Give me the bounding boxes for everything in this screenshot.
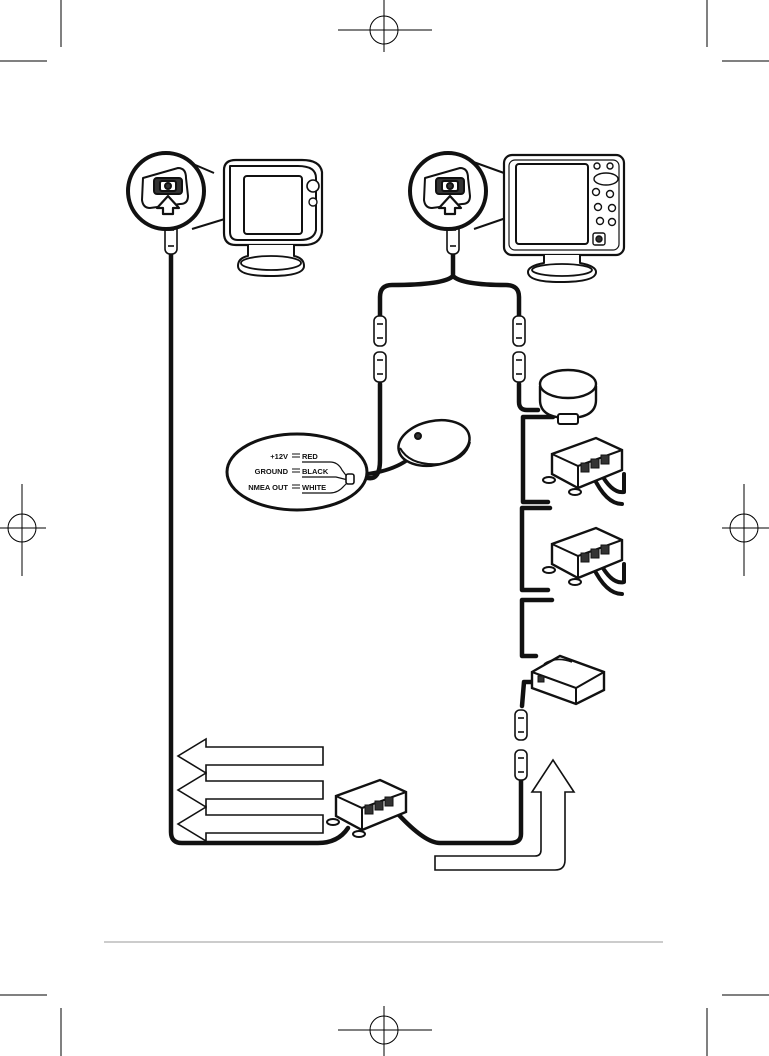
left-head-unit xyxy=(128,153,322,276)
right-connector-callout xyxy=(410,153,506,229)
nmea-junction-box xyxy=(327,780,406,837)
output-arrow-2 xyxy=(178,773,323,807)
left-connector-callout xyxy=(128,153,228,229)
registration-mark-left xyxy=(0,484,46,576)
registration-mark-right xyxy=(722,484,769,576)
chain-cable-4 xyxy=(522,600,552,656)
output-arrows xyxy=(178,739,323,841)
chain-cable-6 xyxy=(398,778,521,843)
chain-cable-2 xyxy=(523,417,553,502)
output-arrow-1 xyxy=(178,739,323,773)
legend-signal-3: NMEA OUT xyxy=(248,483,288,492)
chain-cable-3 xyxy=(522,508,550,590)
gps-receiver xyxy=(394,414,474,472)
input-arrow xyxy=(435,760,574,870)
connector-chain-lower xyxy=(513,352,525,382)
legend-signal-1: +12V xyxy=(270,452,288,461)
connector-chain-upper xyxy=(513,316,525,346)
registration-mark-top xyxy=(338,0,432,52)
output-arrow-3 xyxy=(178,807,323,841)
connector-gps-upper xyxy=(374,316,386,346)
right-unit-y-cable xyxy=(380,252,519,318)
connector-gps-lower xyxy=(374,352,386,382)
left-unit-screen xyxy=(244,176,302,234)
legend-color-3: WHITE xyxy=(302,483,326,492)
registration-mark-bottom xyxy=(338,1006,432,1056)
right-unit-screen xyxy=(516,164,588,244)
wiring-legend: +12V RED GROUND BLACK NMEA OUT WHITE xyxy=(227,434,367,510)
connectors xyxy=(165,222,527,780)
connector-bottom-lower xyxy=(515,750,527,780)
legend-color-2: BLACK xyxy=(302,467,329,476)
legend-signal-2: GROUND xyxy=(255,467,289,476)
chain-cable-1 xyxy=(519,384,538,410)
connector-bottom-upper xyxy=(515,710,527,740)
terminator-module xyxy=(532,656,604,704)
legend-color-1: RED xyxy=(302,452,318,461)
right-head-unit xyxy=(410,153,624,282)
